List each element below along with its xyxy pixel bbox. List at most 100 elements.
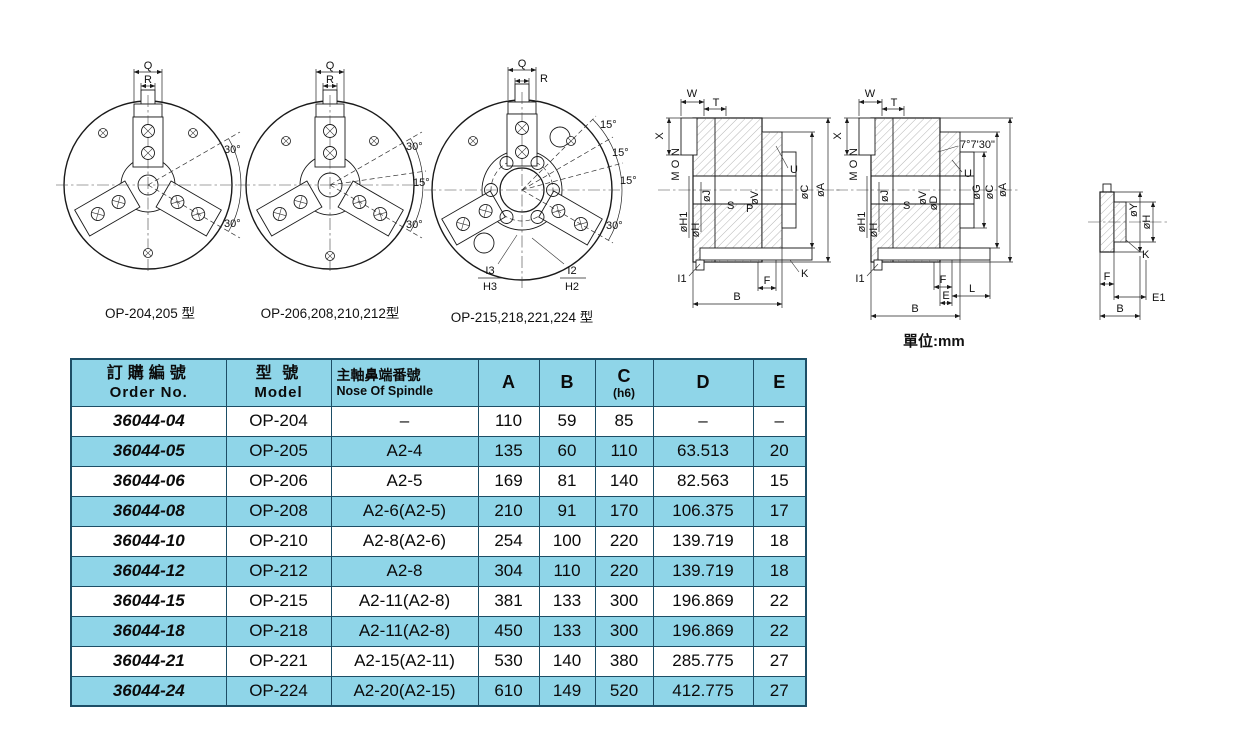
view-caption: OP-206,208,210,212型	[261, 306, 400, 321]
dim-label-p: P	[746, 203, 753, 215]
cell-e: 20	[752, 435, 807, 467]
cell-b: 59	[538, 405, 596, 437]
dim-label-u: U	[790, 164, 798, 176]
dim-label-f: F	[1104, 271, 1111, 283]
cell-e: –	[752, 405, 807, 437]
dim-label-oj: øJ	[701, 190, 713, 202]
cell-b: 110	[538, 555, 596, 587]
cell-e: 15	[752, 465, 807, 497]
angle-label: 30°	[406, 219, 423, 231]
front-view-op204: Q R 30° 30° OP-204,205 型	[56, 60, 242, 321]
col-header-c: C (h6)	[594, 358, 654, 407]
cell-model: OP-224	[225, 675, 332, 707]
dim-label-oa: øA	[997, 182, 1009, 197]
dim-label-oa: øA	[815, 182, 827, 197]
cell-model: OP-215	[225, 585, 332, 617]
cell-c: 300	[594, 585, 654, 617]
cell-c: 300	[594, 615, 654, 647]
dim-label-r: R	[326, 74, 334, 86]
dim-label-o: O	[848, 159, 860, 168]
col-header-order-no: 訂購編號 Order No.	[70, 358, 227, 407]
dim-label-m: M	[670, 171, 682, 180]
cell-nose: A2-20(A2-15)	[330, 675, 479, 707]
section-view-2: W T X N O M 7°7'30" U øJ S øV øD øG øC ø…	[832, 88, 1020, 320]
table-row: 36044-08 OP-208 A2-6(A2-5) 210 91 170 10…	[70, 495, 807, 527]
label-i3: I3	[485, 265, 494, 277]
cell-d: 139.719	[652, 525, 754, 557]
col-header-b: B	[538, 358, 596, 407]
cell-order-no: 36044-06	[70, 465, 227, 497]
cell-e: 18	[752, 555, 807, 587]
dim-label-s: S	[903, 200, 910, 212]
view-caption: OP-215,218,221,224 型	[451, 310, 594, 325]
angle-label: 15°	[413, 177, 430, 189]
cell-model: OP-205	[225, 435, 332, 467]
label-h3: H3	[483, 281, 497, 293]
dim-label-q: Q	[326, 60, 335, 72]
cell-model: OP-206	[225, 465, 332, 497]
cell-order-no: 36044-10	[70, 525, 227, 557]
dim-label-n: N	[848, 148, 860, 156]
header-nose-zh: 主軸鼻端番號	[336, 366, 421, 383]
cell-a: 254	[477, 525, 540, 557]
cell-order-no: 36044-04	[70, 405, 227, 437]
label-i2: I2	[567, 265, 576, 277]
cell-model: OP-208	[225, 495, 332, 527]
table-row: 36044-06 OP-206 A2-5 169 81 140 82.563 1…	[70, 465, 807, 497]
dim-label-w: W	[687, 88, 698, 100]
header-nose-en: Nose Of Spindle	[336, 384, 434, 399]
dim-label-f: F	[940, 274, 947, 286]
cell-order-no: 36044-15	[70, 585, 227, 617]
cell-b: 140	[538, 645, 596, 677]
cell-d: 196.869	[652, 585, 754, 617]
cell-b: 91	[538, 495, 596, 527]
angle-label: 30°	[406, 141, 423, 153]
cell-a: 450	[477, 615, 540, 647]
dim-label-f: F	[764, 275, 771, 287]
cell-a: 304	[477, 555, 540, 587]
cell-model: OP-218	[225, 615, 332, 647]
view-caption: OP-204,205 型	[105, 306, 195, 321]
dim-label-oj: øJ	[879, 190, 891, 202]
dim-label-s: S	[727, 200, 734, 212]
angle-label: 30°	[606, 220, 623, 232]
cell-c: 140	[594, 465, 654, 497]
section-view-1: W T X N O M U øJ S P øV øC øA øH1 øH I1 …	[654, 88, 842, 308]
dim-label-i1: I1	[677, 273, 686, 285]
front-view-op215: Q R 15° 15° 15° 30° I3 H3 I2 H2 OP-215,2…	[424, 58, 637, 325]
cell-nose: A2-6(A2-5)	[330, 495, 479, 527]
dim-label-l: L	[969, 283, 975, 295]
dim-label-ov: øV	[749, 190, 761, 205]
dim-label-e: E	[942, 290, 949, 302]
cell-nose: A2-8(A2-6)	[330, 525, 479, 557]
header-order-en: Order No.	[109, 383, 188, 401]
table-row: 36044-10 OP-210 A2-8(A2-6) 254 100 220 1…	[70, 525, 807, 557]
cell-a: 210	[477, 495, 540, 527]
spec-table: 訂購編號 Order No. 型 號 Model 主軸鼻端番號 Nose Of …	[70, 358, 807, 707]
dim-label-r: R	[540, 73, 548, 85]
col-header-nose: 主軸鼻端番號 Nose Of Spindle	[330, 358, 479, 407]
dim-label-w: W	[865, 88, 876, 100]
angle-label: 15°	[612, 147, 629, 159]
dim-label-u: U	[964, 168, 972, 180]
cell-d: 106.375	[652, 495, 754, 527]
dim-label-e1: E1	[1152, 292, 1165, 304]
dim-label-b: B	[1116, 303, 1123, 315]
cell-a: 610	[477, 675, 540, 707]
cell-c: 170	[594, 495, 654, 527]
dim-label-oh: øH	[1141, 215, 1153, 230]
cell-d: –	[652, 405, 754, 437]
cell-order-no: 36044-18	[70, 615, 227, 647]
col-header-model: 型 號 Model	[225, 358, 332, 407]
dim-label-q: Q	[518, 58, 527, 70]
dim-label-t: T	[713, 97, 720, 109]
cell-e: 22	[752, 585, 807, 617]
col-header-e: E	[752, 358, 807, 407]
cell-nose: A2-11(A2-8)	[330, 615, 479, 647]
table-row: 36044-05 OP-205 A2-4 135 60 110 63.513 2…	[70, 435, 807, 467]
cell-e: 17	[752, 495, 807, 527]
cell-c: 380	[594, 645, 654, 677]
cell-nose: A2-11(A2-8)	[330, 585, 479, 617]
cell-b: 149	[538, 675, 596, 707]
technical-drawings: Q R 30° 30° OP-204,205 型 Q R	[56, 58, 1170, 350]
